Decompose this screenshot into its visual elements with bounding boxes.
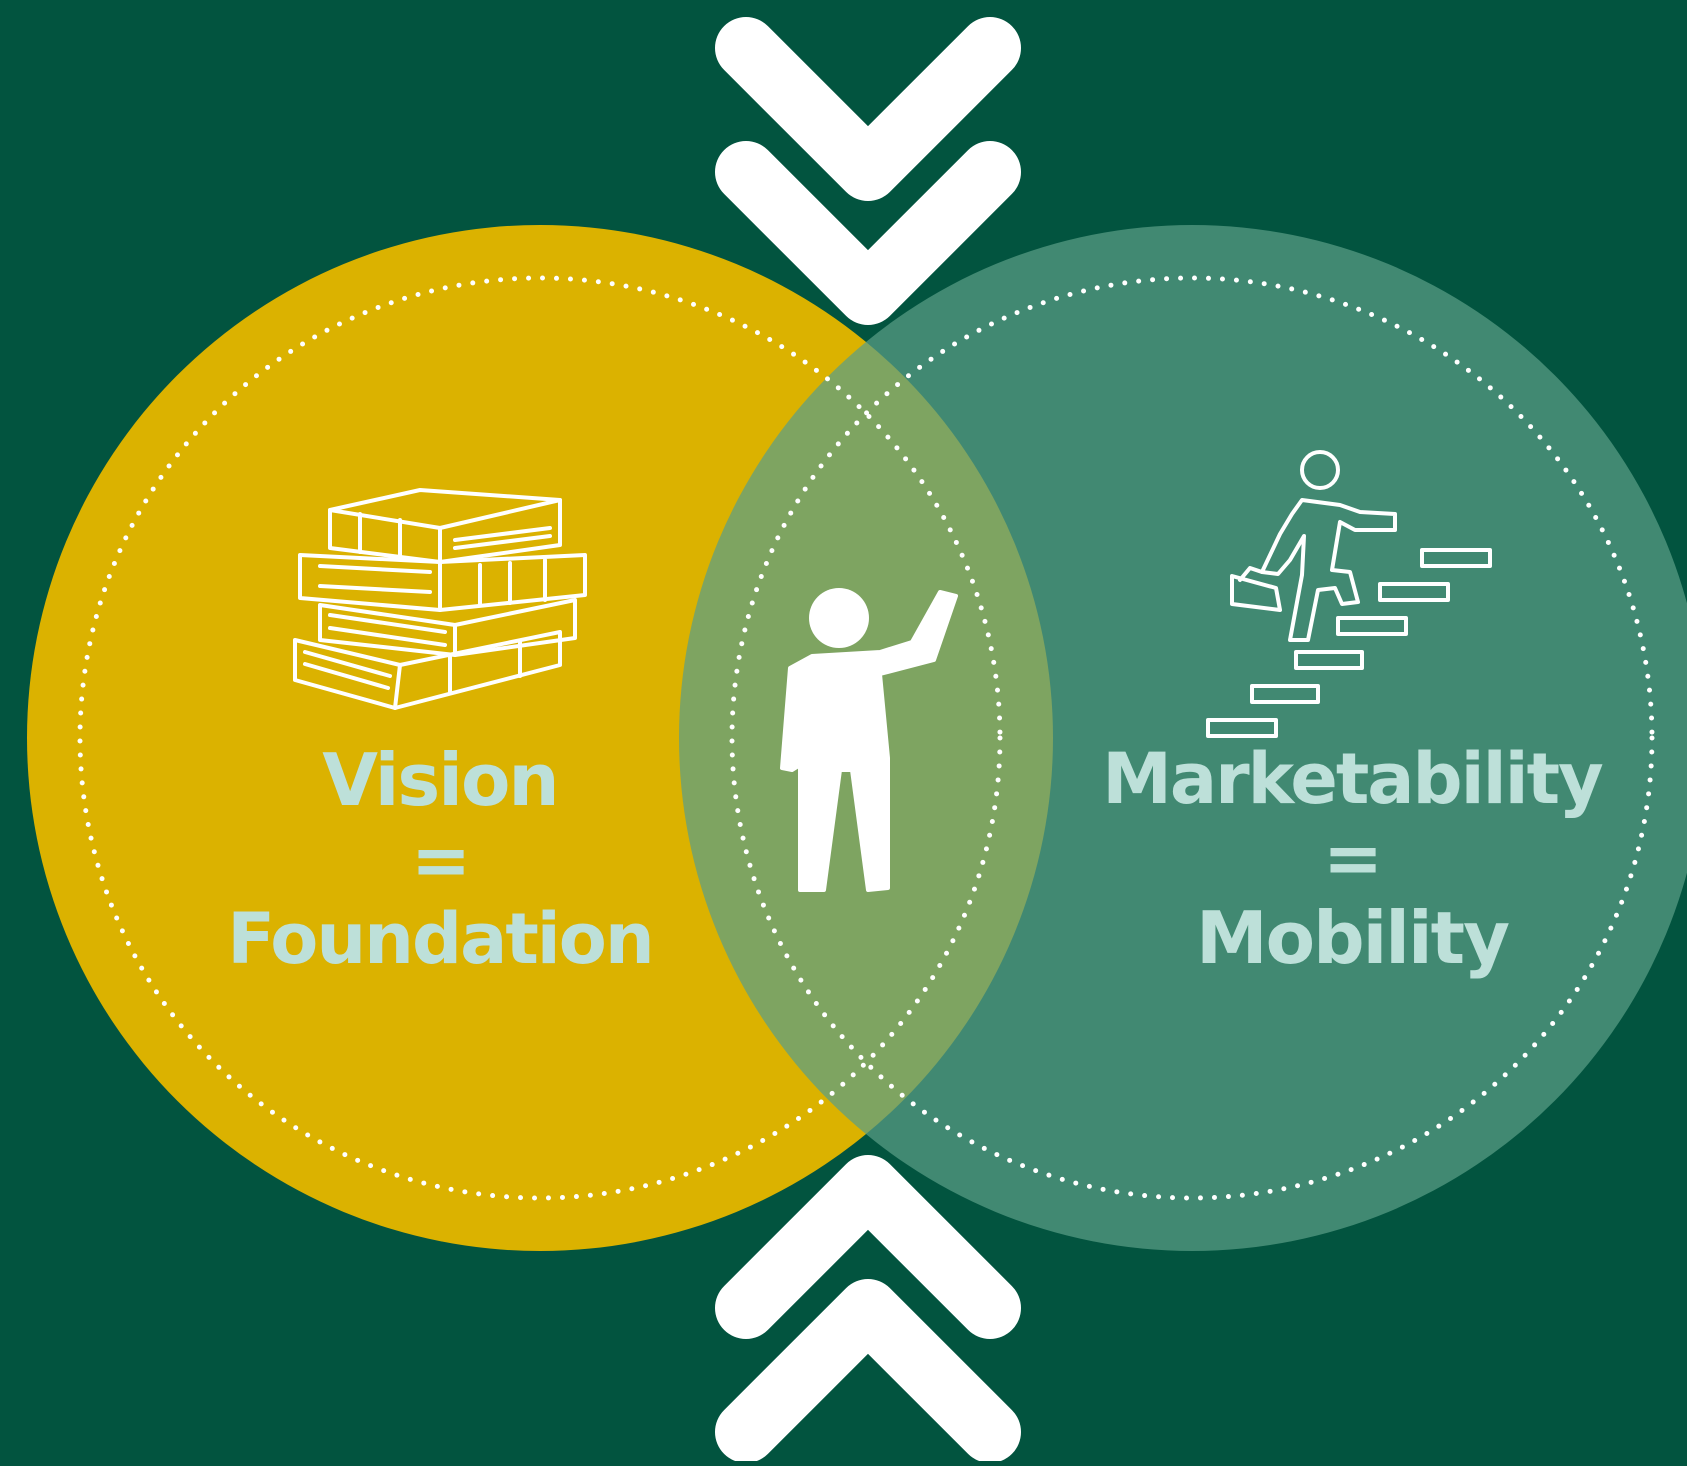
- double-chevron-up-icon: [715, 1155, 1021, 1463]
- left-label-bottom: Foundation: [227, 898, 654, 980]
- right-label-equals: =: [1322, 816, 1383, 900]
- left-label-top: Vision: [322, 738, 559, 822]
- right-dotted-ring: [729, 275, 1655, 1201]
- left-label: Vision = Foundation: [170, 744, 710, 974]
- person-climbing-stairs-icon: [1206, 450, 1492, 738]
- right-label: Marketability = Mobility: [1082, 744, 1622, 974]
- person-waving-icon: [780, 588, 958, 892]
- right-label-top: Marketability: [1102, 738, 1603, 820]
- books-icon: [293, 488, 587, 710]
- right-circle: [679, 225, 1687, 1251]
- left-label-equals: =: [410, 818, 471, 902]
- right-label-bottom: Mobility: [1195, 896, 1510, 980]
- double-chevron-down-icon: [715, 17, 1021, 325]
- left-dotted-ring: [77, 275, 1003, 1201]
